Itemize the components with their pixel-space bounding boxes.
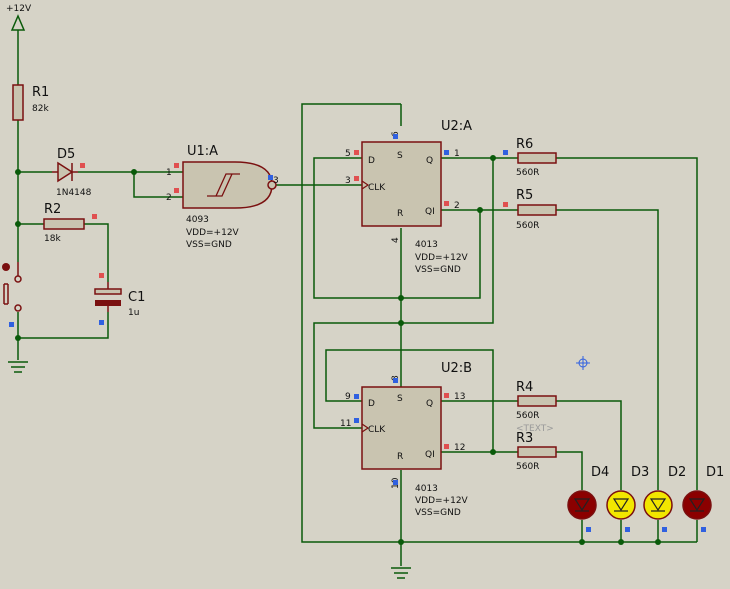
u2b-label-q: Q xyxy=(426,399,433,409)
u2a-label-r: R xyxy=(397,209,403,219)
diode-d5[interactable]: D5 1N4148 xyxy=(52,147,92,198)
d2-ref: D2 xyxy=(668,465,686,480)
u2a-pin3: 3 xyxy=(345,176,351,186)
d5-ref: D5 xyxy=(57,147,75,162)
d1-ref: D1 xyxy=(706,465,724,480)
ground-bottom xyxy=(391,567,411,579)
d4-ref: D4 xyxy=(591,465,609,480)
resistor-r3[interactable]: R3 560R xyxy=(516,431,557,472)
led-d1[interactable]: D1 xyxy=(682,465,724,532)
u2b-pin11: 11 xyxy=(340,419,351,429)
crosshair-icon xyxy=(576,356,590,370)
u1a-ref: U1:A xyxy=(187,144,218,159)
u2a-vdd: VDD=+12V xyxy=(415,253,469,263)
u2b-pin12: 12 xyxy=(454,443,465,453)
u2a-label-qi: QI xyxy=(425,207,435,217)
u2b-ref: U2:B xyxy=(441,361,472,376)
resistor-r2[interactable]: R2 18k xyxy=(43,202,97,244)
r6-ref: R6 xyxy=(516,137,533,152)
r4-text-placeholder: <TEXT> xyxy=(516,424,554,434)
wires xyxy=(17,30,698,566)
r3-value: 560R xyxy=(516,462,539,472)
c1-value: 1u xyxy=(128,308,139,318)
ground-left xyxy=(8,361,28,373)
u2b-part: 4013 xyxy=(415,484,438,494)
u2a-label-s: S xyxy=(397,151,403,161)
u1a-pin2: 2 xyxy=(166,193,172,203)
r4-value: 560R xyxy=(516,411,539,421)
c1-ref: C1 xyxy=(128,290,145,305)
u1a-vss: VSS=GND xyxy=(186,240,232,250)
u1a-pin3: 3 xyxy=(273,176,279,186)
r1-ref: R1 xyxy=(32,85,49,100)
r6-value: 560R xyxy=(516,168,539,178)
resistor-r1[interactable]: R1 82k xyxy=(12,84,49,121)
junctions xyxy=(15,155,661,545)
u2a-part: 4013 xyxy=(415,240,438,250)
flipflop-u2a[interactable]: U2:A D CLK S R Q QI 5 3 6 4 1 2 4013 VDD… xyxy=(345,119,472,275)
u2a-vss: VSS=GND xyxy=(415,265,461,275)
u2b-label-clk: CLK xyxy=(368,425,386,435)
u2a-ref: U2:A xyxy=(441,119,472,134)
push-button[interactable] xyxy=(2,262,22,327)
u1a-pin1: 1 xyxy=(166,168,172,178)
u1a-part: 4093 xyxy=(186,215,209,225)
resistor-r4[interactable]: R4 560R <TEXT> xyxy=(516,380,557,434)
led-d2[interactable]: D2 xyxy=(643,465,686,532)
r1-value: 82k xyxy=(32,104,49,114)
r2-value: 18k xyxy=(44,234,61,244)
r3-ref: R3 xyxy=(516,431,533,446)
r4-ref: R4 xyxy=(516,380,533,395)
u2b-label-d: D xyxy=(368,399,375,409)
u2b-pin9: 9 xyxy=(345,392,351,402)
u2a-pin2: 2 xyxy=(454,201,460,211)
r2-ref: R2 xyxy=(44,202,61,217)
u2b-pin13: 13 xyxy=(454,392,465,402)
u2b-label-r: R xyxy=(397,452,403,462)
u2a-label-q: Q xyxy=(426,156,433,166)
u1a-vdd: VDD=+12V xyxy=(186,228,240,238)
capacitor-c1[interactable]: C1 1u xyxy=(94,273,145,325)
d5-value: 1N4148 xyxy=(56,188,92,198)
r5-ref: R5 xyxy=(516,188,533,203)
resistor-r6[interactable]: R6 560R xyxy=(503,137,557,178)
r5-value: 560R xyxy=(516,221,539,231)
u2a-pin5: 5 xyxy=(345,149,351,159)
u2b-label-qi: QI xyxy=(425,450,435,460)
flipflop-u2b[interactable]: U2:B D CLK S R Q QI 9 11 8 10 13 12 4013… xyxy=(340,361,472,518)
u2a-label-d: D xyxy=(368,156,375,166)
u2a-pin4: 4 xyxy=(391,237,401,243)
u2b-label-s: S xyxy=(397,394,403,404)
u2b-vss: VSS=GND xyxy=(415,508,461,518)
power-label: +12V xyxy=(6,4,32,14)
u2a-label-clk: CLK xyxy=(368,183,386,193)
resistor-r5[interactable]: R5 560R xyxy=(503,188,557,231)
u2a-pin1: 1 xyxy=(454,149,460,159)
led-d3[interactable]: D3 xyxy=(606,465,649,532)
nand-gate-u1a[interactable]: U1:A 1 2 3 4093 VDD=+12V VSS=GND xyxy=(166,144,279,250)
d3-ref: D3 xyxy=(631,465,649,480)
led-d4[interactable]: D4 xyxy=(567,465,609,532)
u2b-vdd: VDD=+12V xyxy=(415,496,469,506)
power-terminal[interactable]: +12V xyxy=(6,4,32,31)
